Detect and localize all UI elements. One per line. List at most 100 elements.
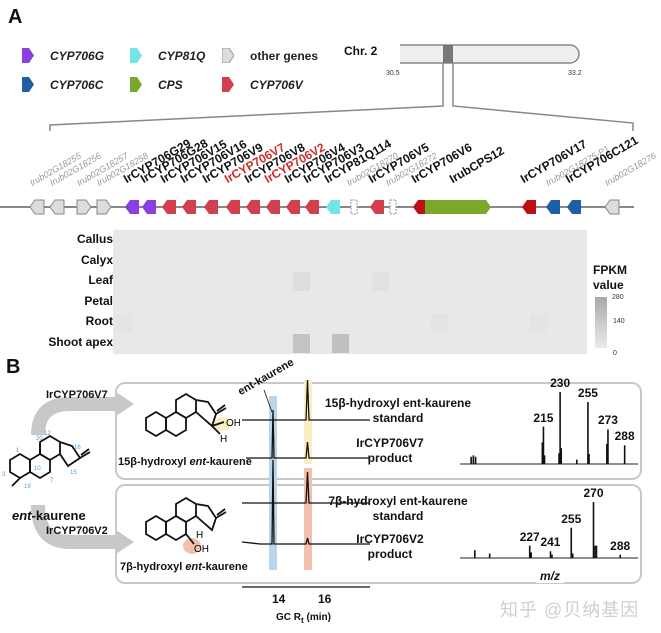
ms-peak-label: 273 [597, 413, 618, 428]
gene-arrow [142, 200, 156, 214]
legend-label: CYP81Q [158, 48, 206, 63]
x-label: GC R [276, 612, 301, 623]
suffix: -kaurene [206, 456, 252, 468]
gene-arrow [246, 200, 260, 214]
substrate-italic: ent [12, 508, 32, 523]
gene-arrow [182, 200, 196, 214]
gene-arrow [326, 200, 340, 214]
chromosome-region-marker [443, 45, 453, 63]
legend-label: CYP706C [50, 77, 104, 92]
zoom-line-right [452, 63, 634, 131]
legend-item-cyp706g: CYP706G [22, 48, 104, 63]
gene-arrow [49, 199, 65, 215]
gene-arrow [413, 200, 427, 214]
chromosome-label: Chr. 2 [344, 44, 378, 58]
heatmap-cell [292, 272, 310, 291]
heatmap-cell [431, 313, 448, 333]
ms-peak-label: 230 [550, 376, 571, 390]
line2: standard [372, 411, 424, 425]
arrow-to-v7-product [31, 397, 118, 436]
chromosome-start: 30.5 [386, 70, 400, 77]
line1: 15β-hydroxyl ent-kaurene [324, 396, 472, 410]
trace-v2-standard [242, 471, 370, 504]
x-label-sub: t [301, 615, 304, 625]
gene-arrow [425, 200, 491, 214]
gene-arrow [286, 200, 300, 214]
ms-peak-label: 241 [540, 535, 561, 550]
legend-item-cps: CPS [130, 77, 183, 92]
v7-highlight [304, 380, 312, 464]
italic: ent [185, 561, 202, 573]
x-label-unit: (min) [303, 612, 331, 623]
ms-peak-label: 288 [610, 538, 631, 553]
legend-swatch-icon [22, 48, 34, 63]
gene-arrows [29, 199, 620, 215]
legend-label: other genes [250, 48, 319, 63]
v2-highlight [304, 468, 312, 570]
gene-arrow [162, 200, 176, 214]
line1: IrCYP706V7 [356, 436, 424, 450]
line2: standard [372, 509, 424, 523]
prefix: 15β-hydroxyl [118, 456, 190, 468]
carbon-12: 12 [44, 431, 51, 437]
line1: 7β-hydroxyl ent-kaurene [328, 494, 468, 508]
gc-tick-14: 14 [272, 592, 286, 606]
gene-arrow [29, 199, 45, 215]
ent-kaurene-pointer [263, 389, 273, 413]
legend-item-other-genes: other genes [222, 48, 318, 63]
scale-tick-min: 0 [613, 350, 617, 357]
enzyme-label-v2: IrCYP706V2 [46, 525, 108, 537]
heatmap-row-label: Root [85, 314, 113, 328]
prefix: 7β-hydroxyl [120, 561, 186, 573]
carbon-3: 3 [2, 472, 6, 478]
oh-label-v7: OH [226, 418, 240, 429]
heatmap-row-label: Petal [84, 293, 113, 308]
enzyme-label-v7: IrCYP706V7 [46, 389, 108, 401]
arrow-head-top [116, 392, 134, 416]
carbon-15: 15 [70, 470, 77, 476]
heatmap-row-label: Calyx [80, 252, 113, 267]
ms-peak-label: 288 [614, 429, 635, 444]
product-v7-structure: OH H [145, 392, 240, 445]
pathway-arrows [31, 392, 134, 554]
product-name-v2: 7β-hydroxyl ent-kaurene [120, 561, 248, 573]
heatmap-cell [332, 334, 349, 353]
product-name-v7: 15β-hydroxyl ent-kaurene [118, 456, 252, 468]
scale-tick-max: 280 [612, 294, 624, 301]
trace-v7-standard [242, 379, 370, 421]
legend-item-cyp706v: CYP706V [222, 77, 303, 92]
watermark: 知乎 @贝纳基因 [500, 600, 640, 620]
gene-arrow [305, 200, 319, 214]
gene-arrow [546, 200, 560, 214]
legend-label: CYP706V [250, 77, 303, 92]
heatmap-cell [292, 334, 310, 353]
heatmap-color-scale [595, 297, 607, 348]
carbon-7: 7 [50, 478, 54, 484]
scale-title-line2: value [593, 278, 624, 292]
arrow-to-v2-product [31, 504, 118, 549]
legend-item-cyp706c: CYP706C [22, 77, 103, 92]
carbon-20: 20 [36, 436, 43, 442]
carbon-1: 1 [16, 448, 20, 454]
legend-label: CPS [158, 77, 183, 92]
gene-arrow [266, 200, 280, 214]
chromosome-diagram [0, 44, 634, 215]
legend-swatch-icon [130, 77, 142, 92]
substrate-rest: -kaurene [31, 508, 86, 523]
carbon-19: 19 [24, 484, 31, 490]
carbon-10: 10 [34, 466, 41, 472]
trace-v7-product [246, 409, 370, 459]
ms-peak-label: 255 [577, 386, 598, 401]
gene-arrow [96, 199, 112, 215]
heatmap-row-label: Leaf [88, 273, 113, 287]
ms-peak-label: 255 [561, 511, 582, 526]
gene-arrow [350, 199, 358, 215]
substrate-name: ent-kaurene [12, 508, 86, 523]
gene-arrow [389, 199, 397, 215]
heatmap-scale-title: FPKM value [593, 263, 627, 293]
